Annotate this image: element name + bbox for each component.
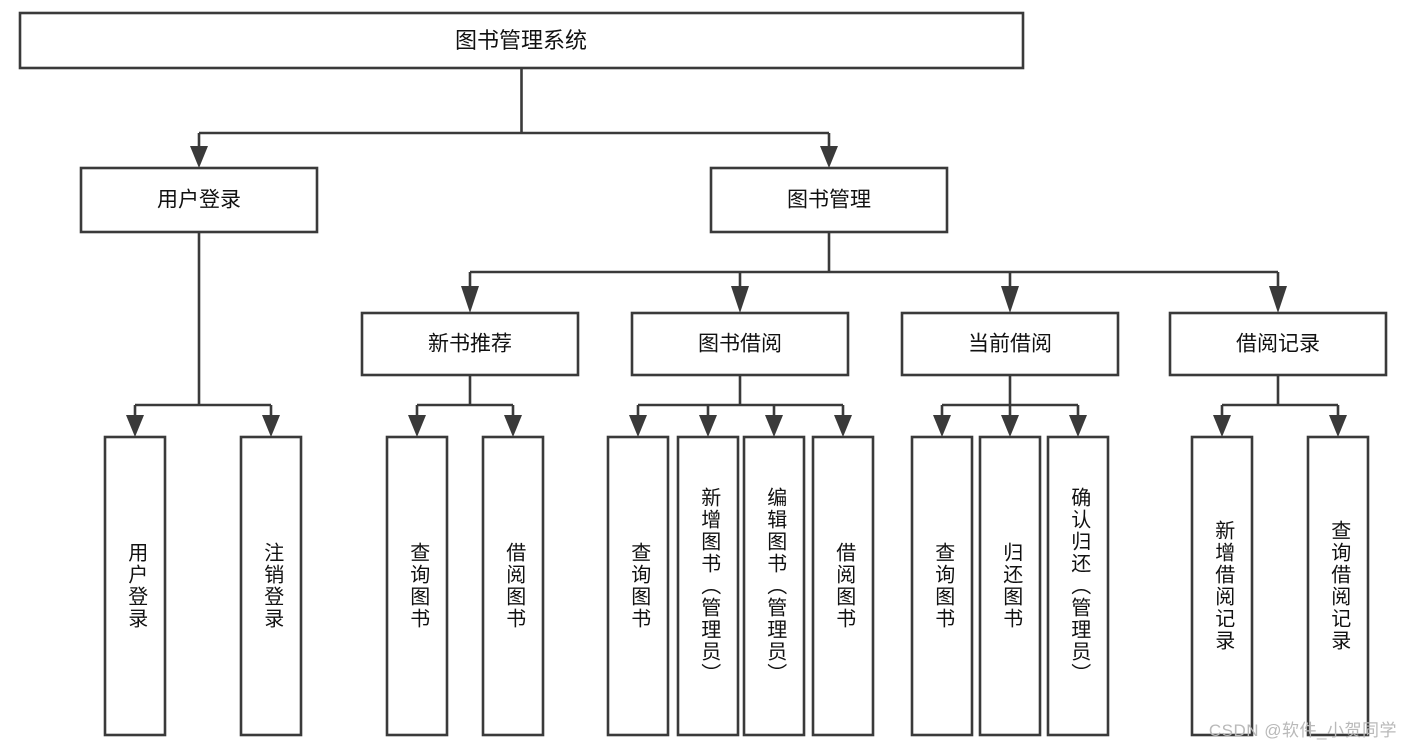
- node-leaf-book-borrow-edit[interactable]: [742, 435, 806, 737]
- node-root-book-management-system[interactable]: [18, 11, 1025, 70]
- node-leaf-book-borrow-query[interactable]: [606, 435, 670, 737]
- node-user-login-label: 用户登录: [157, 189, 241, 212]
- node-user-login[interactable]: [79, 166, 319, 234]
- arrow-icon-leaf-book-borrow-1: [629, 415, 647, 437]
- arrow-icon-borrow-record: [1269, 286, 1287, 313]
- node-leaf-current-borrow-query[interactable]: [910, 435, 974, 737]
- node-root-label: 图书管理系统: [455, 28, 587, 53]
- node-leaf-user-login-login[interactable]: [103, 435, 167, 737]
- node-leaf-book-borrow-borrow[interactable]: [811, 435, 875, 737]
- node-borrow-record[interactable]: [1168, 311, 1388, 377]
- node-current-borrow-label: 当前借阅: [968, 333, 1052, 356]
- node-current-borrow[interactable]: [900, 311, 1120, 377]
- node-book-management-label: 图书管理: [787, 189, 871, 212]
- node-new-book-recommend-label: 新书推荐: [428, 333, 512, 356]
- node-leaf-user-login-logout[interactable]: [239, 435, 303, 737]
- arrow-icon-current-borrow: [1001, 286, 1019, 313]
- arrow-icon-leaf-book-borrow-3: [765, 415, 783, 437]
- arrow-icon-leaf-new-book-1: [408, 415, 426, 437]
- arrow-icon-new-book: [461, 286, 479, 313]
- arrow-icon-leaf-borrow-record-2: [1329, 415, 1347, 437]
- arrow-icon-book-borrow: [731, 286, 749, 313]
- arrow-icon-leaf-current-borrow-3: [1069, 415, 1087, 437]
- nodes-group: 图书管理系统 用户登录 图书管理 新书推荐 图书借阅 当前借阅 借阅记录: [18, 11, 1388, 737]
- arrow-icon-leaf-book-borrow-2: [699, 415, 717, 437]
- arrow-icon-leaf-user-login-2: [262, 415, 280, 437]
- node-leaf-borrow-record-add[interactable]: [1190, 435, 1254, 737]
- arrow-icon-leaf-book-borrow-4: [834, 415, 852, 437]
- node-book-borrow-label: 图书借阅: [698, 333, 782, 356]
- node-book-borrow[interactable]: [630, 311, 850, 377]
- node-leaf-borrow-record-query[interactable]: [1306, 435, 1370, 737]
- node-leaf-book-borrow-add[interactable]: [676, 435, 740, 737]
- arrow-icon-user-login: [190, 146, 208, 168]
- node-leaf-current-borrow-confirm[interactable]: [1046, 435, 1110, 737]
- node-book-management[interactable]: [709, 166, 949, 234]
- arrowheads-group: [126, 146, 1347, 437]
- node-borrow-record-label: 借阅记录: [1236, 333, 1320, 356]
- node-leaf-new-book-query[interactable]: [385, 435, 449, 737]
- arrow-icon-book-mgmt: [820, 146, 838, 168]
- arrow-icon-leaf-new-book-2: [504, 415, 522, 437]
- arrow-icon-leaf-current-borrow-1: [933, 415, 951, 437]
- watermark-text: CSDN @软件_小贺同学: [1208, 721, 1397, 740]
- node-leaf-new-book-borrow[interactable]: [481, 435, 545, 737]
- node-new-book-recommend[interactable]: [360, 311, 580, 377]
- arrow-icon-leaf-current-borrow-2: [1001, 415, 1019, 437]
- arrow-icon-leaf-borrow-record-1: [1213, 415, 1231, 437]
- arrow-icon-leaf-user-login-1: [126, 415, 144, 437]
- node-leaf-current-borrow-return[interactable]: [978, 435, 1042, 737]
